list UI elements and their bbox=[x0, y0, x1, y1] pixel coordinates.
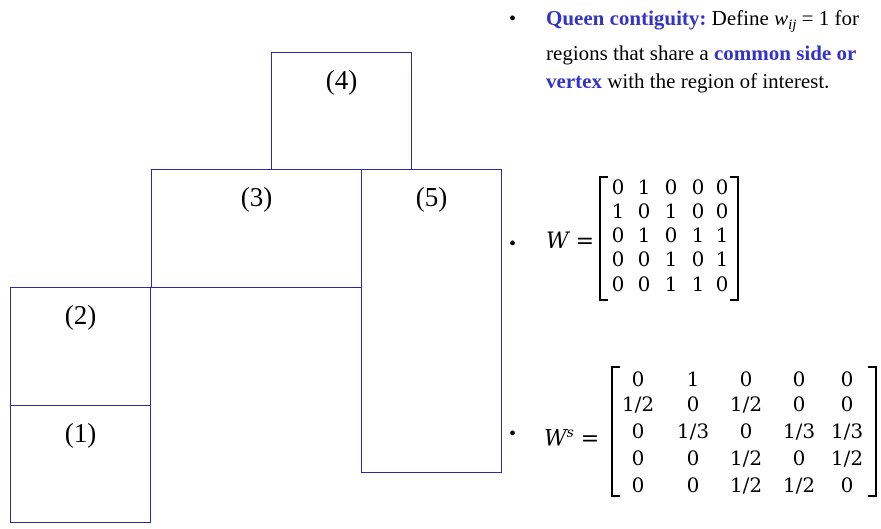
region-5-label: (5) bbox=[415, 182, 448, 212]
definition-var: w bbox=[774, 6, 789, 30]
region-3-label: (3) bbox=[240, 182, 273, 212]
matrix-ws-label-sup: s bbox=[566, 425, 574, 441]
matrix-w-cell: 0 bbox=[611, 247, 625, 271]
matrix-w-cell: 0 bbox=[637, 247, 651, 271]
matrix-ws-label: Ws = bbox=[544, 420, 599, 452]
matrix-w-cell: 0 bbox=[715, 199, 729, 223]
matrix-w-cell: 0 bbox=[715, 175, 729, 199]
matrix-ws-cell: 0 bbox=[840, 473, 854, 497]
matrix-ws-cell: 1/3 bbox=[676, 419, 710, 443]
matrix-ws-cell: 1/2 bbox=[782, 473, 816, 497]
matrix-ws-cell: 0 bbox=[840, 367, 854, 391]
matrix-w-cell: 0 bbox=[637, 272, 651, 296]
matrix-w-cell: 0 bbox=[611, 223, 625, 247]
matrix-w-cell: 0 bbox=[691, 199, 705, 223]
region-3: (3) bbox=[151, 169, 362, 288]
matrix-ws-cell: 0 bbox=[631, 419, 645, 443]
matrix-w-cell: 1 bbox=[664, 247, 678, 271]
matrix-ws-left-bracket bbox=[611, 366, 620, 497]
matrix-w-cell: 1 bbox=[715, 223, 729, 247]
matrix-ws-cell: 1/2 bbox=[621, 392, 655, 416]
matrix-w-cell: 1 bbox=[691, 272, 705, 296]
matrix-w-cell: 0 bbox=[611, 272, 625, 296]
matrix-ws-row: 0 1/3 0 1/3 1/3 bbox=[611, 418, 877, 444]
matrix-w-cell: 1 bbox=[664, 272, 678, 296]
definition-text-after: with the region of interest. bbox=[601, 69, 830, 93]
matrix-w-cell: 1 bbox=[637, 175, 651, 199]
matrix-ws-row: 0 1 0 0 0 bbox=[611, 366, 877, 392]
matrix-w-cell: 0 bbox=[664, 175, 678, 199]
matrix-w-cell: 1 bbox=[715, 247, 729, 271]
matrix-ws-cell: 0 bbox=[739, 419, 753, 443]
matrix-ws-row: 0 0 1/2 0 1/2 bbox=[611, 445, 877, 471]
matrix-ws-cell: 0 bbox=[686, 473, 700, 497]
matrix-ws-cell: 1/2 bbox=[830, 446, 864, 470]
matrix-ws-row: 1/2 0 1/2 0 0 bbox=[611, 391, 877, 417]
region-5: (5) bbox=[361, 169, 502, 473]
matrix-ws-cell: 1/3 bbox=[782, 419, 816, 443]
definition-var-sub: ij bbox=[788, 17, 797, 33]
matrix-w-cell: 1 bbox=[664, 199, 678, 223]
matrix-ws-cell: 1/2 bbox=[729, 473, 763, 497]
matrix-w-cell: 0 bbox=[611, 175, 625, 199]
matrix-ws-cell: 0 bbox=[631, 446, 645, 470]
matrix-w-cell: 0 bbox=[664, 223, 678, 247]
matrix-ws-cell: 1 bbox=[686, 367, 700, 391]
matrix-w-label: W = bbox=[546, 229, 594, 255]
region-2-label: (2) bbox=[64, 300, 97, 330]
matrix-ws-cell: 0 bbox=[792, 392, 806, 416]
definition-term: Queen contiguity: bbox=[546, 6, 707, 30]
matrix-ws-cell: 0 bbox=[631, 473, 645, 497]
region-2: (2) bbox=[10, 287, 151, 406]
region-1: (1) bbox=[10, 405, 151, 523]
region-1-label: (1) bbox=[64, 418, 97, 448]
matrix-w-cell: 0 bbox=[691, 247, 705, 271]
matrix-w-bullet: • bbox=[509, 233, 517, 255]
matrix-w-cell: 1 bbox=[611, 199, 625, 223]
matrix-w-cell: 1 bbox=[691, 223, 705, 247]
definition-equals-one: = 1 for regions that share a bbox=[546, 6, 860, 65]
matrix-ws-cell: 0 bbox=[686, 446, 700, 470]
matrix-ws-cell: 1/3 bbox=[830, 419, 864, 443]
definition-bullet: • bbox=[509, 8, 517, 30]
matrix-ws-cell: 0 bbox=[840, 392, 854, 416]
matrix-ws-row: 0 0 1/2 1/2 0 bbox=[611, 472, 877, 498]
matrix-ws-right-bracket bbox=[868, 366, 877, 497]
matrix-ws-cell: 0 bbox=[631, 367, 645, 391]
matrix-w-right-bracket bbox=[730, 176, 739, 301]
matrix-w-cell: 0 bbox=[715, 272, 729, 296]
matrix-ws-label-eq: = bbox=[573, 426, 600, 452]
definition-text: Queen contiguity: Define wij = 1 for reg… bbox=[546, 4, 881, 95]
matrix-ws-cell: 0 bbox=[739, 367, 753, 391]
matrix-ws-cell: 0 bbox=[792, 367, 806, 391]
region-4: (4) bbox=[271, 52, 412, 170]
region-4-label: (4) bbox=[325, 65, 358, 95]
matrix-ws-bullet: • bbox=[509, 423, 517, 445]
definition-text-before: Define bbox=[706, 6, 775, 30]
matrix-ws-cell: 1/2 bbox=[729, 392, 763, 416]
matrix-w-label-text: W = bbox=[546, 229, 595, 254]
matrix-w-cell: 0 bbox=[691, 175, 705, 199]
matrix-w-cell: 1 bbox=[637, 223, 651, 247]
matrix-ws-cell: 1/2 bbox=[729, 446, 763, 470]
definition-highlight: common side or vertex bbox=[546, 41, 856, 93]
matrix-w-left-bracket bbox=[599, 176, 608, 301]
matrix-ws-cell: 0 bbox=[792, 446, 806, 470]
matrix-ws-cell: 0 bbox=[686, 392, 700, 416]
matrix-w-cell: 0 bbox=[637, 199, 651, 223]
matrix-ws-label-base: W bbox=[544, 426, 567, 452]
